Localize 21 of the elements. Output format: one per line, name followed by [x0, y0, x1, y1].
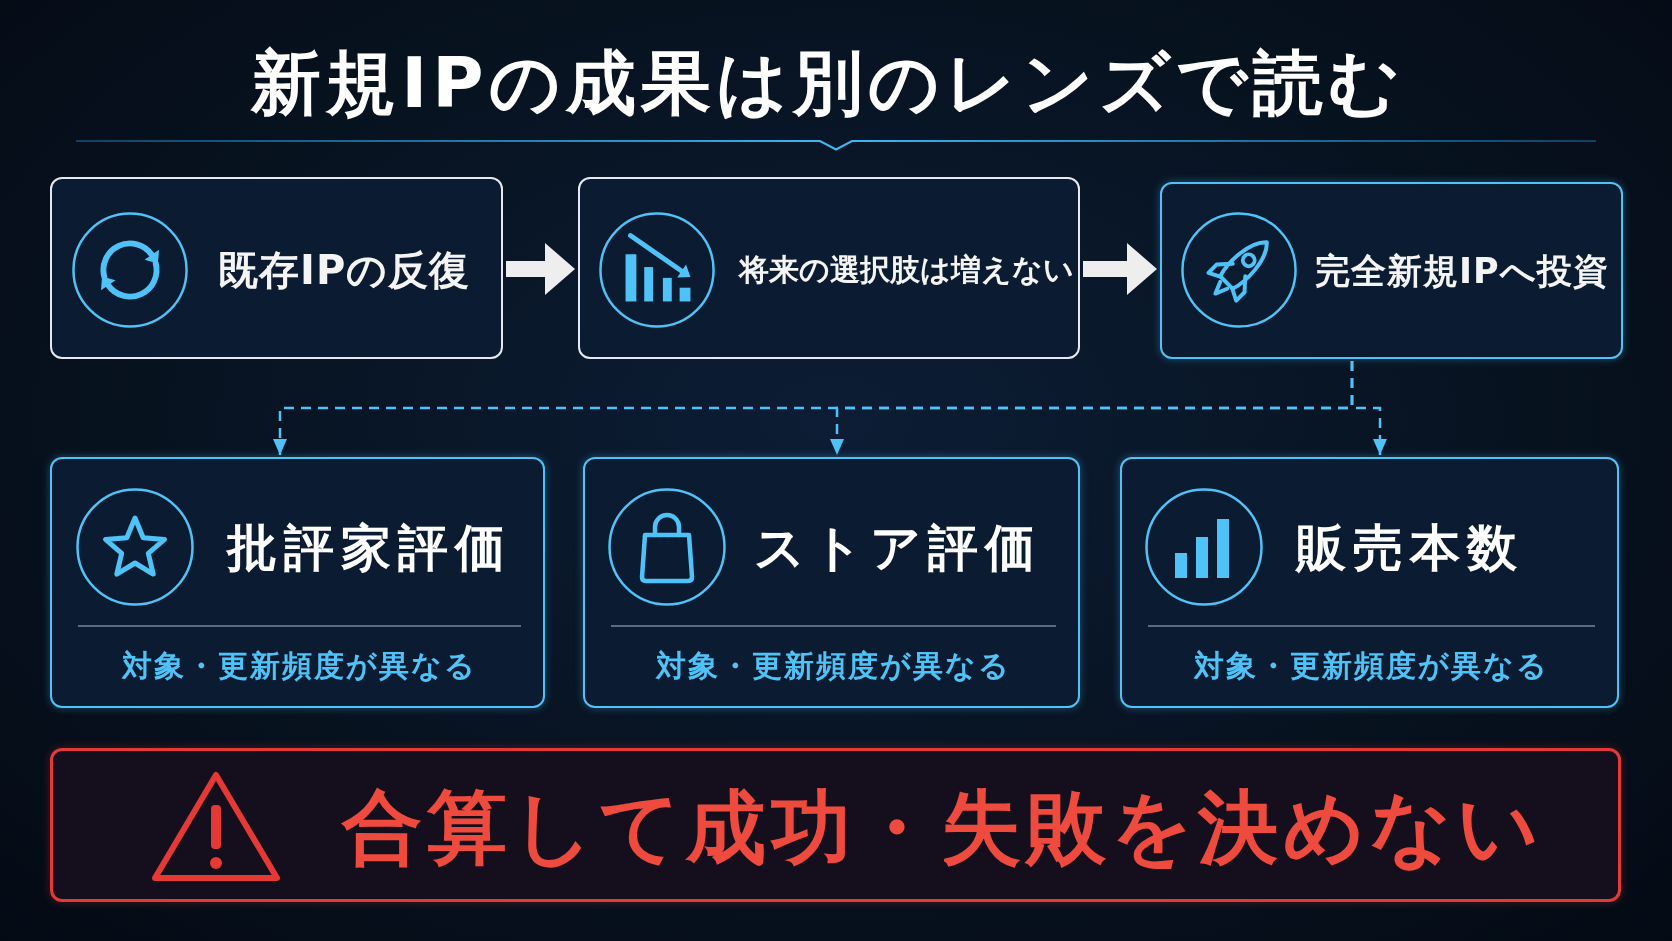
- dashed-arrow: [1350, 361, 1387, 455]
- step-box: [1160, 182, 1623, 359]
- metric-card: [583, 457, 1080, 708]
- step-box: [50, 177, 503, 359]
- card-note: 対象・更新頻度が異なる: [1193, 648, 1549, 684]
- step-label: 既存IPの反復: [218, 247, 471, 293]
- metric-card: [50, 457, 545, 708]
- card-note: 対象・更新頻度が異なる: [655, 648, 1011, 684]
- step-box: [578, 177, 1080, 359]
- step-label: 完全新規IPへ投資: [1315, 250, 1609, 292]
- warning-banner: [50, 748, 1621, 902]
- metric-title: 批評家評価: [227, 520, 512, 578]
- arrow: [506, 243, 575, 295]
- card-note: 対象・更新頻度が異なる: [121, 648, 477, 684]
- metric-card: [1120, 457, 1619, 708]
- page-title: 新規IPの成果は別のレンズで読む: [251, 42, 1405, 124]
- arrow: [1083, 243, 1157, 295]
- step-label: 将来の選択肢は増えない: [739, 252, 1074, 288]
- warning-text: 合算して成功・失敗を決めない: [342, 782, 1544, 874]
- metric-title: ストア評価: [754, 520, 1042, 578]
- metric-title: 販売本数: [1296, 520, 1524, 578]
